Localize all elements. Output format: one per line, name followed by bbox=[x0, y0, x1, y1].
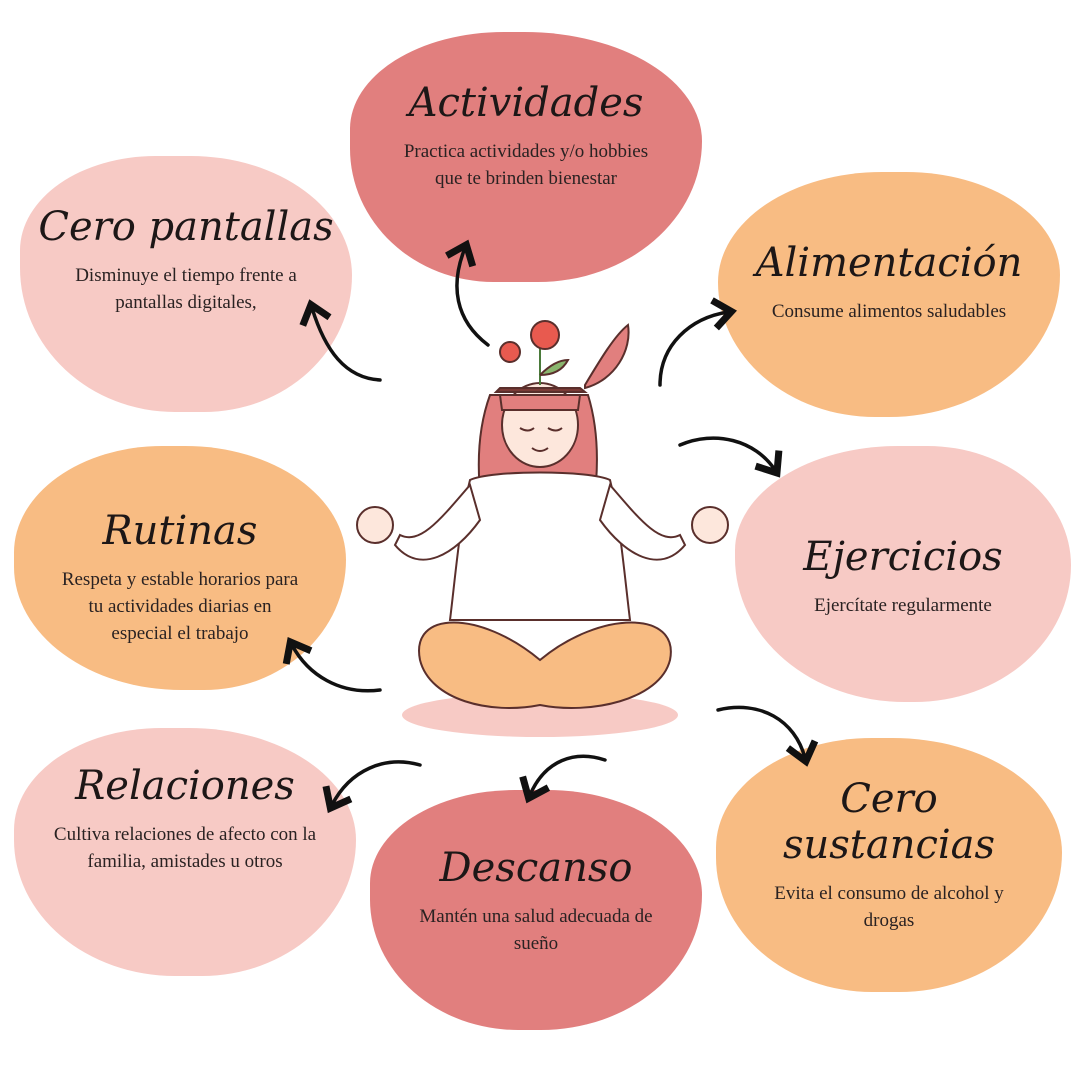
card-text: familia, amistades u otros bbox=[87, 851, 283, 872]
card-cero-sustancias: Cero sustancias Evita el consumo de alco… bbox=[716, 738, 1062, 992]
card-rutinas: Rutinas Respeta y estable horarios para t… bbox=[14, 446, 346, 690]
card-cero-pantallas: Cero pantallas Disminuye el tiempo frent… bbox=[20, 156, 352, 412]
card-title: Descanso bbox=[439, 845, 633, 891]
arrow-icon bbox=[322, 760, 422, 814]
card-text: pantallas digitales, bbox=[115, 292, 257, 313]
card-text: Mantén una salud adecuada de bbox=[419, 906, 653, 927]
meditating-woman-illustration bbox=[356, 320, 729, 737]
card-text: Cultiva relaciones de afecto con la bbox=[53, 824, 317, 845]
card-text: Ejercítate regularmente bbox=[814, 595, 992, 616]
card-text: drogas bbox=[863, 910, 915, 931]
card-text: tu actividades diarias en bbox=[88, 596, 272, 617]
card-actividades: Actividades Practica actividades y/o hob… bbox=[350, 32, 702, 282]
card-text: especial el trabajo bbox=[111, 623, 249, 644]
card-text: que te brinden bienestar bbox=[434, 168, 617, 189]
arrow-icon bbox=[716, 705, 819, 767]
card-ejercicios: Ejercicios Ejercítate regularmente bbox=[735, 446, 1071, 702]
card-title: Cero pantallas bbox=[38, 204, 334, 250]
card-title: Rutinas bbox=[102, 508, 258, 554]
arrow-icon bbox=[445, 239, 490, 347]
card-title: Alimentación bbox=[755, 240, 1023, 286]
card-relaciones: Relaciones Cultiva relaciones de afecto … bbox=[14, 728, 356, 976]
card-descanso: Descanso Mantén una salud adecuada de sue… bbox=[370, 790, 702, 1030]
card-text: Evita el consumo de alcohol y bbox=[774, 883, 1004, 904]
card-title: Actividades bbox=[408, 80, 644, 126]
arrow-icon bbox=[678, 436, 783, 478]
arrow-icon bbox=[519, 754, 607, 804]
card-title: sustancias bbox=[782, 822, 996, 868]
arrow-icon bbox=[658, 297, 737, 387]
card-title: Ejercicios bbox=[803, 534, 1003, 580]
arrow-icon bbox=[282, 636, 382, 693]
card-text: Respeta y estable horarios para bbox=[61, 569, 299, 590]
card-alimentacion: Alimentación Consume alimentos saludable… bbox=[718, 172, 1060, 417]
card-text: Consume alimentos saludables bbox=[771, 301, 1007, 322]
arrow-icon bbox=[299, 299, 382, 382]
card-text: Disminuye el tiempo frente a bbox=[75, 265, 297, 286]
card-title: Relaciones bbox=[75, 763, 295, 809]
card-text: sueño bbox=[513, 933, 559, 954]
card-title: Cero bbox=[840, 776, 938, 822]
card-text: Practica actividades y/o hobbies bbox=[403, 141, 649, 162]
